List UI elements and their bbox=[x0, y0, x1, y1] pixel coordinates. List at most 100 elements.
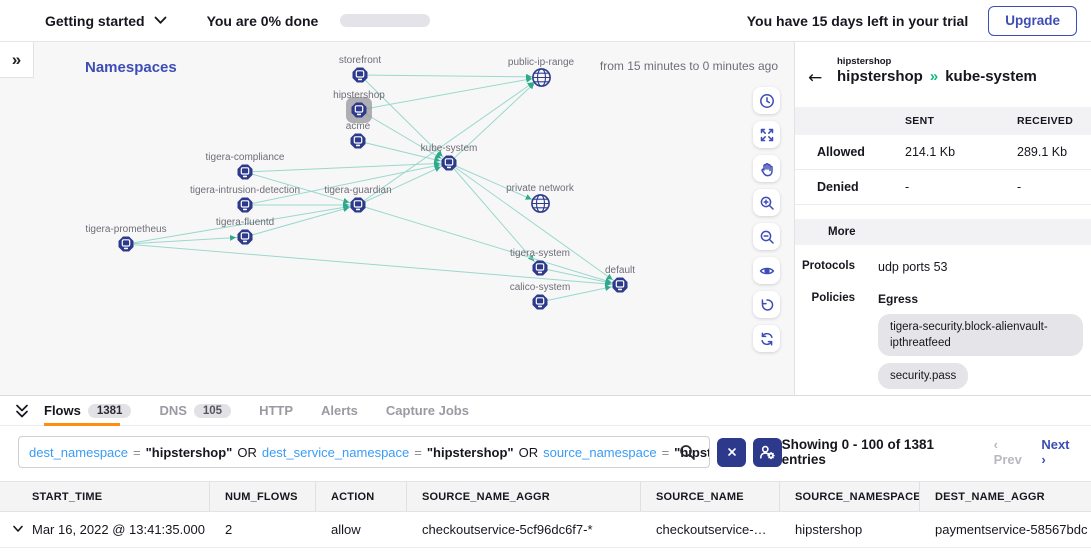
expand-row-button[interactable] bbox=[12, 523, 24, 535]
graph-node-label: default bbox=[604, 265, 636, 276]
graph-node-label: tigera-prometheus bbox=[85, 224, 167, 235]
getting-started-label: Getting started bbox=[45, 12, 145, 29]
graph-refresh-button[interactable] bbox=[753, 325, 780, 352]
graph-node-label: tigera-intrusion-detection bbox=[189, 185, 301, 196]
graph-node-label: hipstershop bbox=[333, 90, 385, 101]
graph-node-tigera-prometheus[interactable] bbox=[118, 236, 134, 252]
col-source-namespace[interactable]: SOURCE_NAMESPACE bbox=[780, 482, 920, 511]
next-page-button[interactable]: Next › bbox=[1041, 437, 1070, 467]
denied-row: Denied - - bbox=[795, 170, 1091, 205]
expand-sidebar-button[interactable]: » bbox=[0, 42, 34, 78]
table-row[interactable]: Mar 16, 2022 @ 13:41:35.000 2 allow chec… bbox=[0, 512, 1091, 548]
prev-page-button[interactable]: ‹ Prev bbox=[993, 437, 1022, 467]
undo-icon bbox=[761, 298, 773, 311]
graph-undo-button[interactable] bbox=[753, 291, 780, 318]
query-field: source_namespace bbox=[543, 444, 657, 460]
tab-alerts[interactable]: Alerts bbox=[321, 403, 358, 418]
graph-fit-screen-button[interactable] bbox=[753, 121, 780, 148]
graph-zoom-out-button[interactable] bbox=[753, 223, 780, 250]
graph-node-hipstershop[interactable] bbox=[351, 102, 367, 118]
details-title: hipstershop » kube-system bbox=[837, 68, 1037, 85]
graph-node-tigera-compliance[interactable] bbox=[237, 164, 253, 180]
query-operator: = bbox=[414, 444, 422, 460]
cell-source-name-aggr: checkoutservice-5cf96dc6f7-* bbox=[422, 522, 593, 537]
graph-node-label: private network bbox=[506, 183, 574, 194]
graph-node-acme[interactable] bbox=[350, 133, 366, 149]
collapse-panel-button[interactable] bbox=[14, 403, 30, 419]
graph-node-label: kube-system bbox=[420, 143, 478, 154]
sent-received-header: SENT RECEIVED bbox=[795, 107, 1091, 135]
tab-flows[interactable]: Flows 1381 bbox=[44, 403, 132, 418]
progress-bar bbox=[340, 14, 431, 27]
upgrade-button[interactable]: Upgrade bbox=[988, 5, 1077, 36]
graph-pan-button[interactable] bbox=[753, 155, 780, 182]
details-panel: hipstershop ← hipstershop » kube-system … bbox=[795, 42, 1091, 395]
graph-node-label: calico-system bbox=[509, 282, 571, 293]
tab-capture-jobs[interactable]: Capture Jobs bbox=[386, 403, 469, 418]
col-num-flows[interactable]: NUM_FLOWS bbox=[210, 482, 316, 511]
refresh-icon bbox=[760, 331, 773, 346]
sent-received-table: SENT RECEIVED Allowed 214.1 Kb 289.1 Kb … bbox=[795, 107, 1091, 205]
graph-node-label: public-ip-range bbox=[507, 57, 575, 68]
details-target: kube-system bbox=[945, 68, 1037, 85]
clear-search-button[interactable] bbox=[717, 437, 746, 467]
graph-node-private-network[interactable] bbox=[530, 193, 550, 213]
graph-visibility-button[interactable] bbox=[753, 257, 780, 284]
pagination: ‹ Prev Next › bbox=[994, 437, 1077, 467]
tab-label: Capture Jobs bbox=[385, 403, 469, 418]
graph-node-public-ip-range[interactable] bbox=[531, 67, 551, 87]
tab-label: Alerts bbox=[321, 403, 358, 418]
col-action[interactable]: ACTION bbox=[316, 482, 407, 511]
eye-icon bbox=[759, 267, 774, 274]
col-sent: SENT bbox=[905, 115, 935, 127]
query-field: dest_namespace bbox=[29, 444, 129, 460]
query-operator: = bbox=[133, 444, 141, 460]
flow-direction-icon: » bbox=[929, 68, 939, 85]
tab-label: HTTP bbox=[259, 403, 294, 418]
pan-hand-icon bbox=[760, 162, 773, 176]
back-button[interactable]: ← bbox=[808, 68, 823, 88]
tab-dns[interactable]: DNS 105 bbox=[159, 403, 232, 418]
col-received: RECEIVED bbox=[1017, 115, 1074, 127]
graph-node-tigera-fluentd[interactable] bbox=[237, 229, 253, 245]
graph-zoom-in-button[interactable] bbox=[753, 189, 780, 216]
graph-node-tigera-intrusion-detection[interactable] bbox=[237, 197, 253, 213]
query-field: dest_service_namespace bbox=[261, 444, 410, 460]
chevron-down-icon bbox=[154, 16, 166, 24]
policies-row: Policies Egress tigera-security.block-al… bbox=[795, 292, 1091, 395]
graph-node-tigera-system[interactable] bbox=[532, 260, 548, 276]
cell-source-name: checkoutservice-… bbox=[656, 522, 767, 537]
graph-node-storefront[interactable] bbox=[352, 67, 368, 83]
dns-count-badge: 105 bbox=[193, 403, 232, 418]
search-icon[interactable] bbox=[679, 444, 696, 464]
policy-pill[interactable]: tigera-security.block-alienvault-ipthrea… bbox=[878, 314, 1083, 357]
entries-count-text: Showing 0 - 100 of 1381 entries bbox=[781, 437, 934, 467]
graph-node-default[interactable] bbox=[612, 277, 628, 293]
user-settings-button[interactable] bbox=[753, 437, 782, 467]
col-source-name-aggr[interactable]: SOURCE_NAME_AGGR bbox=[407, 482, 641, 511]
graph-node-tigera-guardian[interactable] bbox=[350, 197, 366, 213]
col-source-name[interactable]: SOURCE_NAME bbox=[641, 482, 780, 511]
graph-node-label: tigera-fluentd bbox=[215, 217, 275, 228]
denied-label: Denied bbox=[817, 180, 859, 194]
graph-title: Namespaces bbox=[85, 59, 177, 76]
tab-http[interactable]: HTTP bbox=[259, 403, 293, 418]
tab-bar: Flows 1381 DNS 105 HTTP Alerts Capture J… bbox=[0, 396, 1091, 426]
policy-pill[interactable]: security.pass bbox=[878, 363, 969, 390]
graph-node-kube-system[interactable] bbox=[441, 155, 457, 171]
graph-node-calico-system[interactable] bbox=[532, 294, 548, 310]
col-dest-name-aggr[interactable]: DEST_NAME_AGGR bbox=[935, 490, 1045, 503]
details-context-label: hipstershop bbox=[837, 56, 892, 67]
user-gear-icon bbox=[759, 445, 775, 459]
flow-query-input[interactable]: dest_namespace = "hipstershop" OR dest_s… bbox=[18, 436, 711, 468]
getting-started-dropdown[interactable]: Getting started bbox=[45, 13, 167, 29]
denied-received: - bbox=[1017, 180, 1022, 194]
policies-label: Policies bbox=[811, 292, 855, 304]
graph-time-button[interactable] bbox=[753, 87, 780, 114]
cell-num-flows: 2 bbox=[225, 522, 233, 537]
graph-node-label: acme bbox=[345, 121, 371, 132]
tab-label: Flows bbox=[44, 403, 81, 418]
col-start-time[interactable]: START_TIME bbox=[0, 482, 210, 511]
